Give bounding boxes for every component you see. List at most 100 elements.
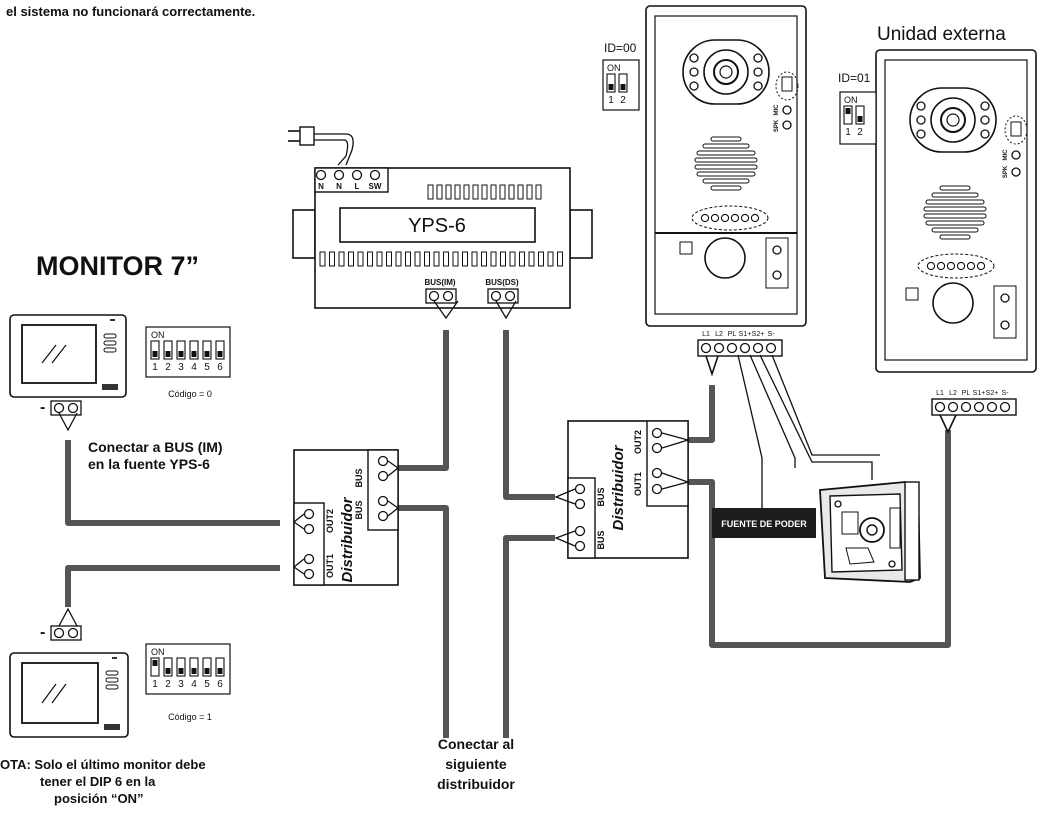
top-note: el sistema no funcionará correctamente. [6, 4, 255, 19]
connect-bus-line1: Conectar a BUS (IM) [88, 439, 223, 455]
dip4-switch [855, 105, 865, 125]
unit2-spk-label: SPK [1003, 165, 1009, 178]
outdoor2-terminal-label: L2 [949, 390, 957, 397]
dip3-lever [620, 84, 626, 90]
dip2-switch [189, 657, 199, 677]
connect-bus-line2: en la fuente YPS-6 [88, 456, 210, 472]
outdoor1-terminal-label: L2 [715, 331, 723, 338]
dip2-number: 5 [204, 679, 210, 690]
outdoor2-terminal-screw [999, 401, 1011, 413]
dip2-lever [152, 660, 158, 666]
outdoor2-terminal-screw [947, 401, 959, 413]
outdoor2-terminal-screw [934, 401, 946, 413]
dip1-lever [178, 351, 184, 357]
outdoor2-terminal-label: S1+ [973, 390, 986, 397]
distributor-1: BUS BUS OUT2 OUT1 Distribuidor [292, 449, 400, 586]
dip1-number: 5 [204, 362, 210, 373]
dip4-lever [845, 108, 851, 114]
monitor-2-code: Código = 1 [168, 712, 212, 722]
dist2-name: Distribuidor [610, 444, 627, 530]
dip2-number: 3 [178, 679, 184, 690]
dip1-lever [152, 351, 158, 357]
outdoor1-terminal-label: PL [728, 331, 737, 338]
dip2-switch [202, 657, 212, 677]
psu-terminal-sw: SW [369, 182, 382, 191]
dip4-number: 1 [845, 127, 851, 138]
outdoor-1-id: ID=00 [604, 41, 637, 55]
dip1-lever [217, 351, 223, 357]
outdoor1-terminal-label: S1+ [739, 331, 752, 338]
next-dist-line2: siguiente [445, 756, 507, 772]
outdoor2-terminal-screw [986, 401, 998, 413]
o2-dip-on: ON [844, 95, 858, 105]
outdoor2-terminal-label: L1 [936, 390, 944, 397]
cables [65, 330, 951, 738]
psu-bus-ds-label: BUS(DS) [485, 278, 519, 287]
dip1-switch [202, 340, 212, 360]
unit2-mic-label: MIC [1003, 149, 1009, 161]
dip1-number: 2 [165, 362, 171, 373]
dip2-switch [150, 657, 160, 677]
dip3-number: 1 [608, 95, 614, 106]
outdoor2-terminal-label: S- [1002, 390, 1010, 397]
dip2-number: 6 [217, 679, 223, 690]
dip2-lever [165, 668, 171, 674]
dip3-switch [618, 73, 628, 93]
dist2-bus-top: BUS [596, 487, 606, 506]
psu-label: YPS-6 [408, 215, 466, 237]
dip4-number: 2 [857, 127, 863, 138]
outdoor1-terminal-screw [713, 342, 725, 354]
psu-terminal-screws [315, 169, 381, 181]
dip1-number: 3 [178, 362, 184, 373]
outdoor2-terminal-label: S2+ [986, 390, 999, 397]
dip1-switch [163, 340, 173, 360]
outdoor1-terminal-label: L1 [702, 331, 710, 338]
outdoor1-terminal-label: S- [768, 331, 776, 338]
dip2-lever [191, 668, 197, 674]
psu-terminal-n2: N [336, 182, 342, 191]
dip2-number: 1 [152, 679, 158, 690]
dip3-switch [606, 73, 616, 93]
dip4-switch [843, 105, 853, 125]
monitor-1-code: Código = 0 [168, 389, 212, 399]
outdoor1-terminal-screw [765, 342, 777, 354]
dist1-out1: OUT1 [325, 554, 335, 578]
dip2-on-label: ON [151, 647, 165, 657]
monitor-1: - [9, 314, 127, 432]
monitor-1-polarity: - [40, 399, 45, 416]
dip1-switch [150, 340, 160, 360]
note-line2: tener el DIP 6 en la [40, 774, 156, 789]
psu-terminal-l: L [355, 182, 360, 191]
next-dist-line3: distribuidor [437, 776, 515, 792]
dist1-bus-bottom: BUS [354, 500, 364, 519]
dist1-name: Distribuidor [339, 496, 356, 582]
outdoor-unit-1: MIC SPK [645, 5, 807, 327]
unit1-spk-label: SPK [774, 119, 780, 132]
outdoor1-terminal-label: S2+ [752, 331, 765, 338]
outdoor1-terminal-screw [700, 342, 712, 354]
outdoor-2-title: Unidad externa [877, 24, 1006, 45]
distributor-2: OUT2 OUT1 BUS BUS Distribuidor [554, 420, 691, 559]
note-line1: OTA: Solo el último monitor debe [0, 757, 206, 772]
dip1-on-label: ON [151, 330, 165, 340]
dip1-lever [204, 351, 210, 357]
dip1-number: 4 [191, 362, 197, 373]
dip2-switch [176, 657, 186, 677]
outdoor1-terminal-screw [726, 342, 738, 354]
dist2-out1: OUT1 [633, 472, 643, 496]
psu-bus-im-label: BUS(IM) [424, 278, 455, 287]
psu-vents [319, 184, 563, 267]
dip1-lever [191, 351, 197, 357]
dip2-number: 2 [165, 679, 171, 690]
monitor-2: - [9, 607, 129, 738]
dip2-lever [178, 668, 184, 674]
psu-terminal-n1: N [318, 182, 324, 191]
dip2-lever [217, 668, 223, 674]
outdoor-unit-2: MIC SPK [875, 49, 1037, 373]
note-line3: posición “ON” [54, 791, 144, 806]
monitor-title: MONITOR 7” [36, 251, 199, 281]
dip1-number: 6 [217, 362, 223, 373]
